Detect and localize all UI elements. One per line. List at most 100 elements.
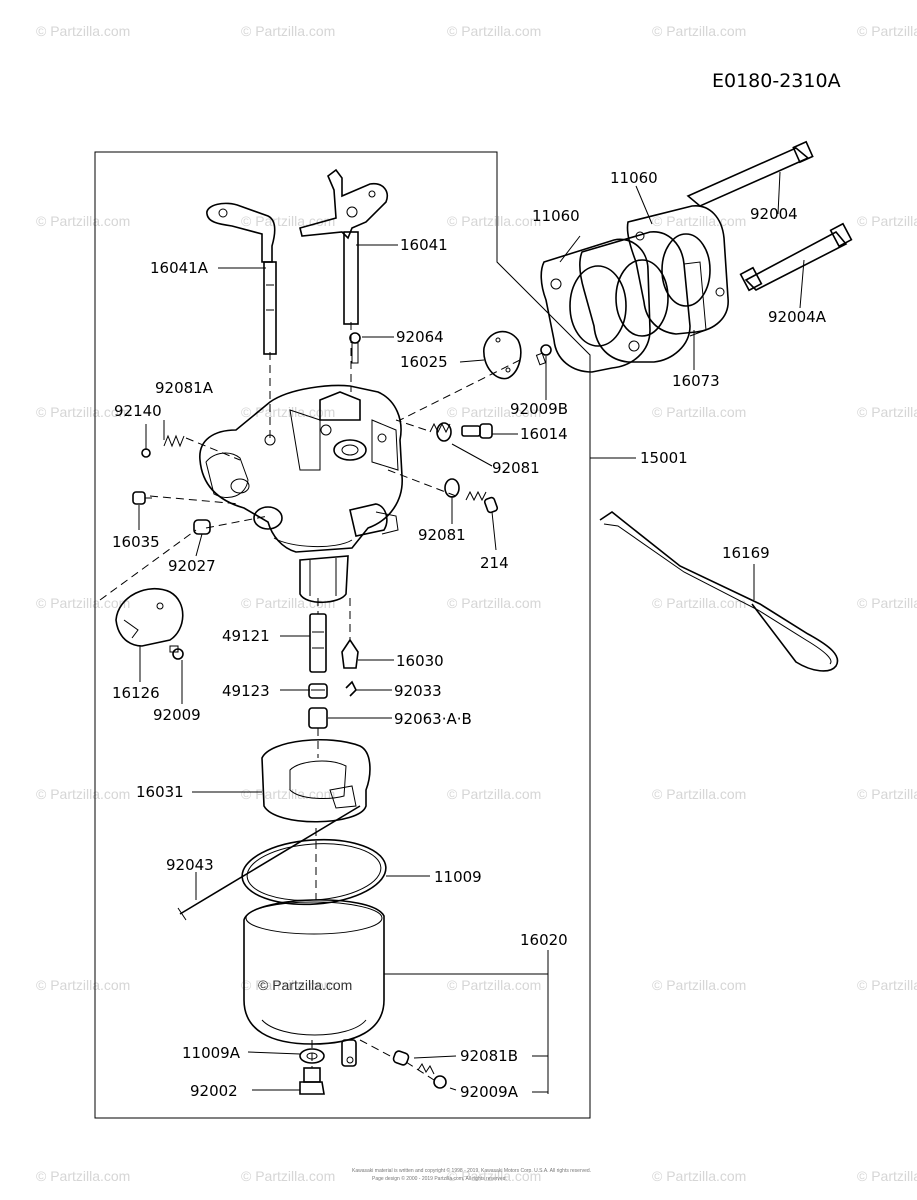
gasket-11060-b xyxy=(626,205,729,335)
copyright-line-2: Page design © 2000 - 2019 Partzilla.com.… xyxy=(372,1175,507,1182)
label-92004A: 92004A xyxy=(768,308,827,326)
link-rod-16169 xyxy=(599,511,839,672)
screw-214 xyxy=(465,490,499,514)
label-92043: 92043 xyxy=(166,856,214,874)
label-92081: 92081 xyxy=(492,459,540,477)
label-16126: 16126 xyxy=(112,684,160,702)
needle-16030 xyxy=(341,638,359,669)
copyright-line-1: Kawasaki material is written and copyrig… xyxy=(352,1167,591,1174)
watermark-4-4: © Partzilla.com xyxy=(857,786,917,802)
watermark-5-0: © Partzilla.com xyxy=(36,977,130,993)
label-92033: 92033 xyxy=(394,682,442,700)
label-214: 214 xyxy=(480,554,509,572)
watermark-1-2: © Partzilla.com xyxy=(447,213,541,229)
assembly-lines xyxy=(99,322,521,1081)
watermark-6-1: © Partzilla.com xyxy=(241,1168,335,1184)
watermark-5-2: © Partzilla.com xyxy=(447,977,541,993)
screw-92009B xyxy=(535,344,552,366)
jet-92063 xyxy=(308,707,328,729)
watermark-0-3: © Partzilla.com xyxy=(652,23,746,39)
label-49123: 49123 xyxy=(222,682,270,700)
label-92081B: 92081B xyxy=(460,1047,518,1065)
label-16073: 16073 xyxy=(672,372,720,390)
spring-92081 xyxy=(436,422,452,442)
label-11009: 11009 xyxy=(434,868,482,886)
ball-92140 xyxy=(141,448,151,458)
watermark-3-0: © Partzilla.com xyxy=(36,595,130,611)
watermark-1-1: © Partzilla.com xyxy=(241,213,335,229)
label-16020: 16020 xyxy=(520,931,568,949)
label-92140: 92140 xyxy=(114,402,162,420)
center-watermark: © Partzilla.com xyxy=(258,977,352,993)
watermark-6-3: © Partzilla.com xyxy=(652,1168,746,1184)
watermark-0-0: © Partzilla.com xyxy=(36,23,130,39)
watermark-4-0: © Partzilla.com xyxy=(36,786,130,802)
watermark-2-0: © Partzilla.com xyxy=(36,404,130,420)
watermark-2-1: © Partzilla.com xyxy=(241,404,335,420)
label-49121: 49121 xyxy=(222,627,270,645)
label-16041: 16041 xyxy=(400,236,448,254)
watermark-0-2: © Partzilla.com xyxy=(447,23,541,39)
watermark-4-1: © Partzilla.com xyxy=(241,786,335,802)
float-bowl-16020 xyxy=(243,899,385,1067)
label-16014: 16014 xyxy=(520,425,568,443)
spring-92081A xyxy=(163,434,185,448)
watermark-3-1: © Partzilla.com xyxy=(241,595,335,611)
leader-lines xyxy=(138,171,805,1094)
label-92004: 92004 xyxy=(750,205,798,223)
label-92063: 92063·A·B xyxy=(394,710,472,728)
stud-92004 xyxy=(686,140,814,207)
watermark-grid: © Partzilla.com © Partzilla.com © Partzill… xyxy=(36,23,917,1184)
watermark-2-2: © Partzilla.com xyxy=(447,404,541,420)
diagram-code: E0180-2310A xyxy=(712,70,841,92)
label-11060-a: 11060 xyxy=(610,169,658,187)
label-92027: 92027 xyxy=(168,557,216,575)
label-16025: 16025 xyxy=(400,353,448,371)
gasket-11009 xyxy=(241,838,387,906)
screw-92009A xyxy=(417,1063,447,1089)
label-11060-b: 11060 xyxy=(532,207,580,225)
watermark-3-4: © Partzilla.com xyxy=(857,595,917,611)
label-92081-b: 92081 xyxy=(418,526,466,544)
watermark-1-0: © Partzilla.com xyxy=(36,213,130,229)
screw-16035 xyxy=(132,491,152,505)
label-15001: 15001 xyxy=(640,449,688,467)
label-92081A: 92081A xyxy=(155,379,214,397)
spring-92081B xyxy=(392,1050,410,1066)
watermark-3-3: © Partzilla.com xyxy=(652,595,746,611)
screw-92009 xyxy=(169,645,184,660)
watermark-2-4: © Partzilla.com xyxy=(857,404,917,420)
watermark-6-2: © Partzilla.com xyxy=(447,1168,541,1184)
float-16031 xyxy=(261,738,371,823)
label-16030: 16030 xyxy=(396,652,444,670)
jet-49123 xyxy=(308,683,328,699)
bolt-92002 xyxy=(299,1067,325,1095)
watermark-5-3: © Partzilla.com xyxy=(652,977,746,993)
plate-16025 xyxy=(483,330,522,380)
plate-16126 xyxy=(115,587,184,647)
label-11009A: 11009A xyxy=(182,1044,241,1062)
watermark-1-3: © Partzilla.com xyxy=(652,213,746,229)
label-16031: 16031 xyxy=(136,783,184,801)
label-92064: 92064 xyxy=(396,328,444,346)
label-16035: 16035 xyxy=(112,533,160,551)
watermark-4-3: © Partzilla.com xyxy=(652,786,746,802)
pin-92043 xyxy=(177,805,361,921)
label-16041A: 16041A xyxy=(150,259,209,277)
watermark-0-1: © Partzilla.com xyxy=(241,23,335,39)
screw-92064 xyxy=(349,332,361,364)
stud-92004A xyxy=(739,222,853,292)
screw-16014 xyxy=(429,422,493,439)
watermark-6-0: © Partzilla.com xyxy=(36,1168,130,1184)
label-16169: 16169 xyxy=(722,544,770,562)
watermark-5-4: © Partzilla.com xyxy=(857,977,917,993)
label-92002: 92002 xyxy=(190,1082,238,1100)
label-92009: 92009 xyxy=(153,706,201,724)
assembly-boundary xyxy=(94,151,591,1119)
part-labels: 16041A 16041 92064 16025 92009B 92081A 9… xyxy=(112,169,827,1101)
clip-92033 xyxy=(345,680,357,697)
bracket-92027 xyxy=(193,519,211,535)
watermark-2-3: © Partzilla.com xyxy=(652,404,746,420)
gasket-11060-a xyxy=(540,238,651,373)
